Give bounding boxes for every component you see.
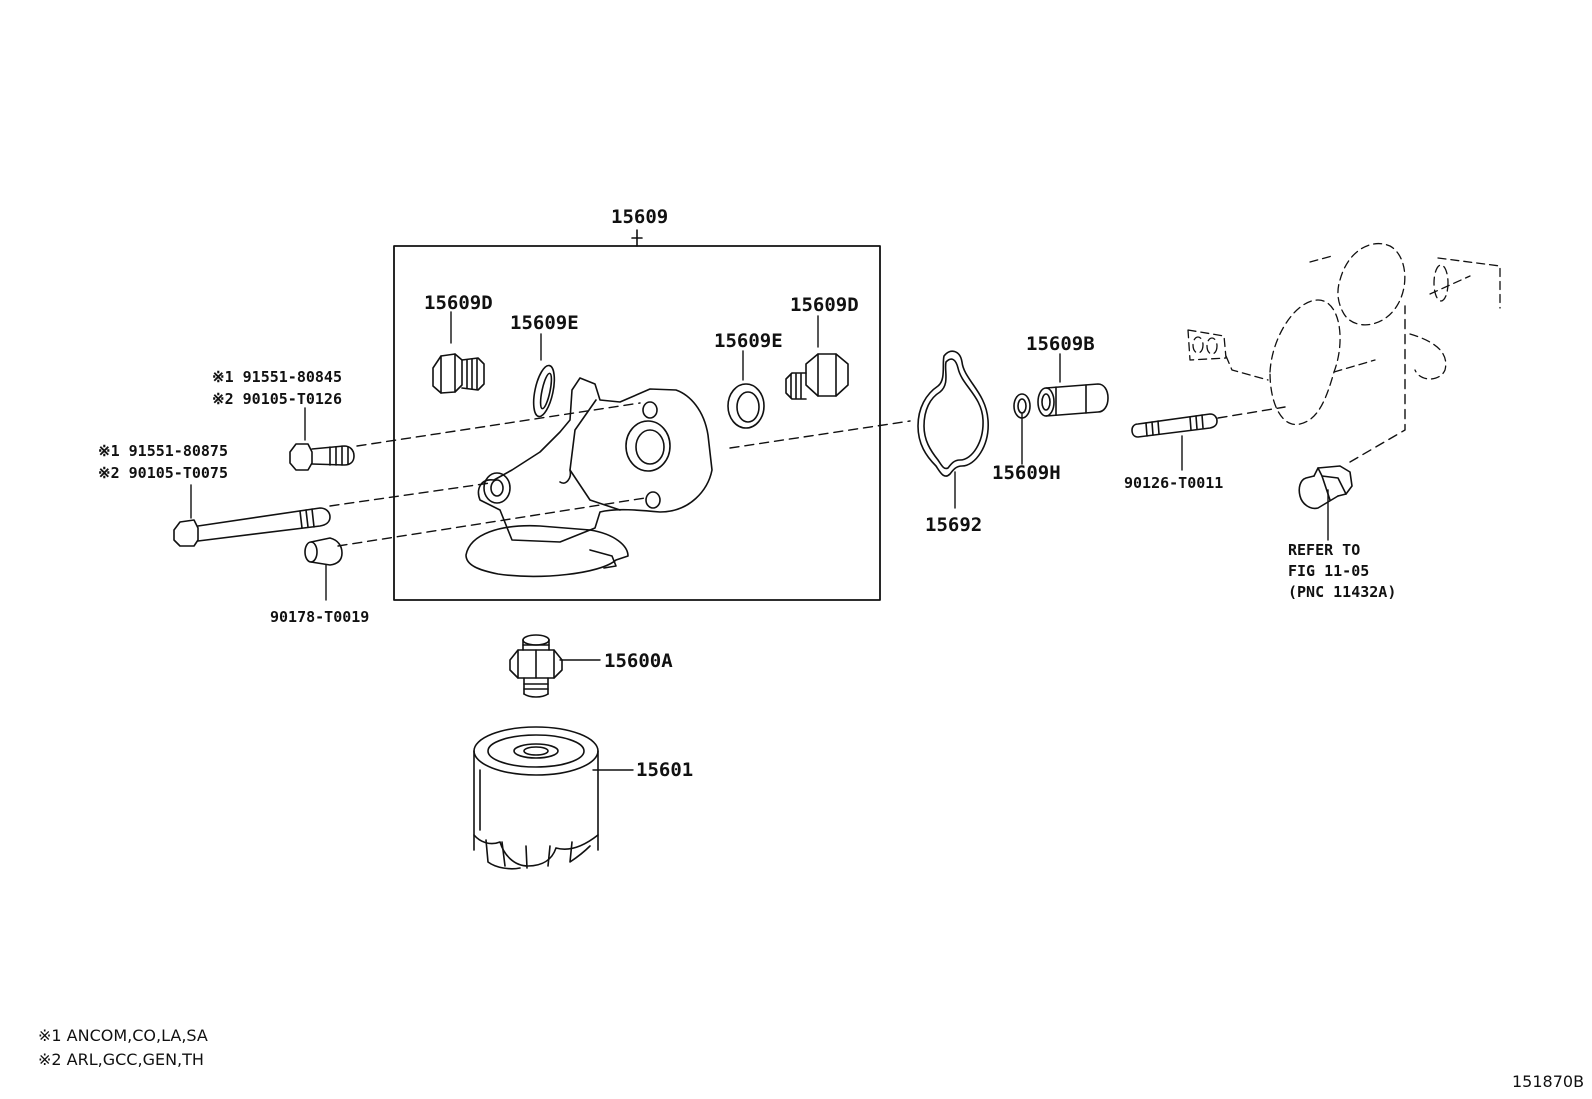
oil-filter-bracket <box>465 377 713 578</box>
sleeve-15609B <box>1037 383 1109 417</box>
label-15609B: 15609B <box>1026 333 1095 355</box>
washer-15609E-right <box>727 383 765 429</box>
label-15601: 15601 <box>636 759 694 781</box>
reference-line-1: REFER TO <box>1288 541 1361 559</box>
footnote-2: ※2 ARL,GCC,GEN,TH <box>38 1050 204 1069</box>
union-15600A <box>509 634 563 698</box>
figure-id: 151870B <box>1512 1072 1585 1091</box>
dashed-alignment-lines <box>329 305 1406 547</box>
collar-90178 <box>304 537 343 566</box>
oil-filter-15601 <box>473 726 599 870</box>
assembly-box-15609 <box>393 229 881 601</box>
washer-15609E-left <box>532 364 556 418</box>
label-15609H: 15609H <box>992 462 1061 484</box>
label-bolt-upper-line1: ※1 91551-80845 <box>212 368 342 386</box>
label-15600A: 15600A <box>604 650 673 672</box>
bolt-upper <box>289 443 355 471</box>
footnote-1: ※1 ANCOM,CO,LA,SA <box>38 1026 208 1045</box>
plug-15609D-right <box>785 353 849 400</box>
leader-lines <box>190 311 1329 771</box>
stud-90126 <box>1131 413 1218 438</box>
label-15692: 15692 <box>925 514 983 536</box>
label-bolt-upper-line2: ※2 90105-T0126 <box>212 390 342 408</box>
bolt-lower-long <box>173 507 331 547</box>
label-15609E-right: 15609E <box>714 330 783 352</box>
label-90126-T0011: 90126-T0011 <box>1124 474 1224 492</box>
label-90178-T0019: 90178-T0019 <box>270 608 370 626</box>
reference-line-3: (PNC 11432A) <box>1288 583 1397 601</box>
plug-15609D-left <box>432 353 485 394</box>
gasket-15692 <box>917 350 989 477</box>
oring-15609H <box>1013 393 1031 419</box>
reference-line-2: FIG 11-05 <box>1288 562 1370 580</box>
drain-plug-reference <box>1298 465 1353 510</box>
engine-block-reference <box>1187 242 1501 426</box>
reference-note: REFER TO FIG 11-05 (PNC 11432A) <box>1288 540 1396 603</box>
label-15609E-left: 15609E <box>510 312 579 334</box>
label-bolt-lower-line1: ※1 91551-80875 <box>98 442 228 460</box>
label-15609D-right: 15609D <box>790 294 859 316</box>
label-bolt-lower-line2: ※2 90105-T0075 <box>98 464 228 482</box>
label-15609D-left: 15609D <box>424 292 493 314</box>
label-15609: 15609 <box>611 206 669 228</box>
